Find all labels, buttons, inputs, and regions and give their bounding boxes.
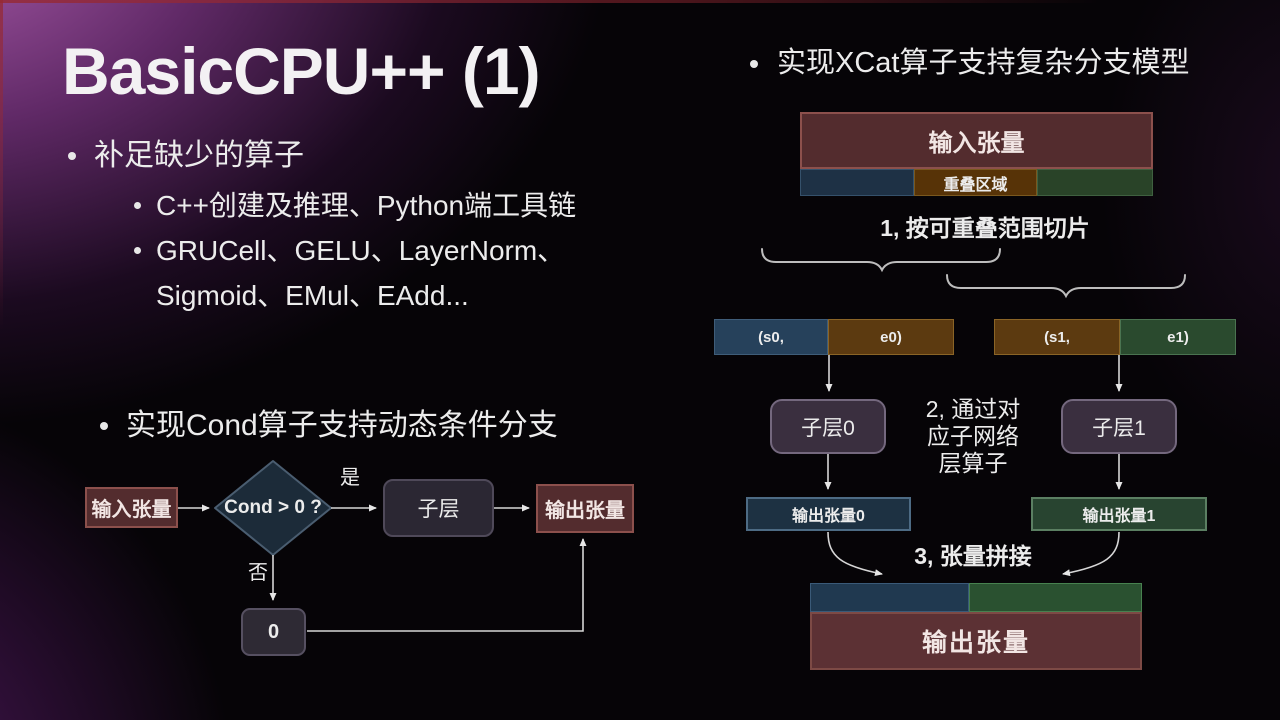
xcat-flow-shapes bbox=[824, 355, 1123, 577]
region-left-segment bbox=[800, 169, 914, 196]
xcat-input-tensor-box: 输入张量 bbox=[800, 112, 1153, 169]
xcat-sublayer1-box: 子层1 bbox=[1061, 399, 1177, 454]
xcat-input-tensor-label: 输入张量 bbox=[928, 130, 1025, 157]
underbrace-left bbox=[761, 248, 1001, 273]
underbrace-right bbox=[946, 274, 1186, 299]
yes-label: 是 bbox=[340, 467, 360, 489]
slice0-start-label: (s0, bbox=[758, 328, 784, 346]
slice0-end-label: e0) bbox=[880, 328, 902, 346]
cond-output-tensor-label: 输出张量 bbox=[545, 500, 625, 522]
region-right-segment bbox=[1037, 169, 1153, 196]
edge-artifact-top bbox=[0, 0, 1100, 3]
sub-bullet-toolchain: C++创建及推理、Python端工具链 bbox=[156, 190, 577, 221]
cond-sublayer-box: 子层 bbox=[383, 479, 494, 537]
step2-label: 2, 通过对 应子网络 层算子 bbox=[880, 396, 1066, 477]
xcat-output1-label: 输出张量1 bbox=[1082, 508, 1156, 525]
sub-bullet-operators-line2: Sigmoid、EMul、EAdd... bbox=[156, 280, 469, 311]
step2-line3: 层算子 bbox=[938, 450, 1008, 476]
step1-label: 1, 按可重叠范围切片 bbox=[880, 215, 1090, 241]
edge-artifact-left bbox=[0, 0, 3, 330]
bullet-dot bbox=[68, 152, 76, 160]
xcat-output0-box: 输出张量0 bbox=[746, 497, 911, 531]
concat-right-segment bbox=[969, 583, 1142, 612]
bullet-item-cond-operator: 实现Cond算子支持动态条件分支 bbox=[126, 409, 558, 442]
xcat-sublayer1-label: 子层1 bbox=[1092, 416, 1146, 440]
cond-flow-shapes bbox=[178, 460, 587, 632]
cond-sublayer-label: 子层 bbox=[417, 498, 460, 521]
sub-bullet-operators-line1: GRUCell、GELU、LayerNorm、 bbox=[156, 235, 566, 266]
cond-zero-box: 0 bbox=[241, 608, 306, 656]
condition-label: Cond > 0 ? bbox=[224, 497, 322, 518]
cond-input-tensor-label: 输入张量 bbox=[91, 499, 172, 521]
curved-arrow bbox=[1062, 531, 1120, 577]
bullet-dot bbox=[750, 60, 758, 68]
cond-input-tensor-box: 输入张量 bbox=[85, 487, 178, 528]
step3-label: 3, 张量拼接 bbox=[914, 543, 1032, 569]
slice1-start-label: (s1, bbox=[1044, 328, 1070, 346]
bullet-dot bbox=[134, 247, 141, 254]
xcat-output1-box: 输出张量1 bbox=[1031, 497, 1207, 531]
cond-zero-label: 0 bbox=[267, 620, 280, 643]
step2-line1: 2, 通过对 bbox=[925, 396, 1021, 422]
curved-arrow bbox=[827, 531, 883, 577]
underbraces bbox=[761, 248, 1186, 299]
page-title: BasicCPU++ (1) bbox=[62, 34, 541, 108]
concat-left-segment bbox=[810, 583, 969, 612]
elbow-arrow bbox=[307, 538, 587, 632]
bullet-item-xcat: 实现XCat算子支持复杂分支模型 bbox=[777, 47, 1190, 79]
overlap-region-label: 重叠区域 bbox=[943, 176, 1008, 194]
slice1-end-segment: e1) bbox=[1120, 319, 1236, 355]
bullet-dot bbox=[100, 422, 108, 430]
bullet-dot bbox=[134, 202, 141, 209]
xcat-sublayer0-label: 子层0 bbox=[801, 416, 855, 440]
bullet-item-missing-operators: 补足缺少的算子 bbox=[94, 139, 304, 172]
slice0-start-segment: (s0, bbox=[714, 319, 828, 355]
slice1-end-label: e1) bbox=[1167, 328, 1189, 346]
slice1-start-segment: (s1, bbox=[994, 319, 1120, 355]
overlap-region-segment: 重叠区域 bbox=[914, 169, 1037, 196]
step2-line2: 应子网络 bbox=[927, 423, 1019, 449]
xcat-sublayer0-box: 子层0 bbox=[770, 399, 886, 454]
cond-output-tensor-box: 输出张量 bbox=[536, 484, 634, 533]
xcat-final-output-box: 输出张量 bbox=[810, 612, 1142, 670]
slice0-end-segment: e0) bbox=[828, 319, 954, 355]
xcat-output0-label: 输出张量0 bbox=[792, 508, 865, 525]
xcat-final-output-label: 输出张量 bbox=[921, 629, 1030, 657]
no-label: 否 bbox=[248, 562, 268, 584]
